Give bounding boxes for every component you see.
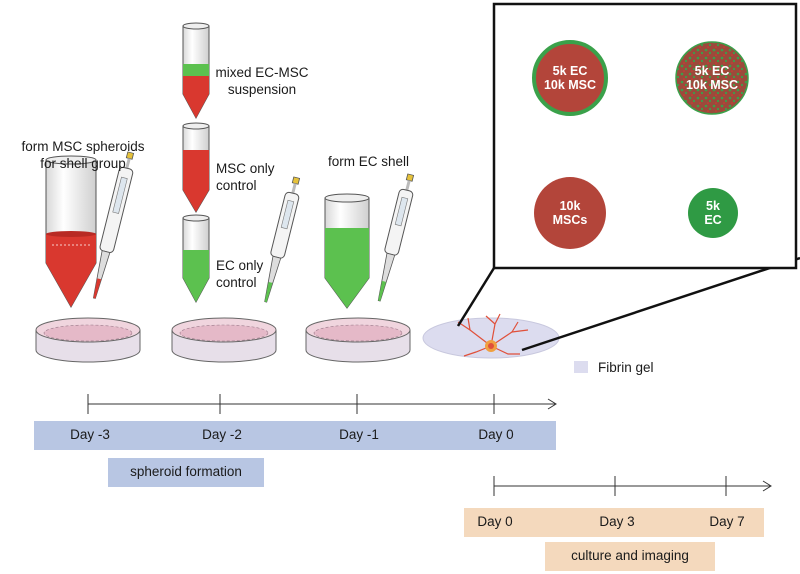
spheroid-shell-text: 5k EC 10k MSC [532, 64, 608, 92]
label-msc-only-line1: MSC only [216, 161, 275, 176]
label-ec-only-line1: EC only [216, 258, 264, 273]
culture-imaging-label: culture and imaging [571, 548, 689, 563]
dish-3 [305, 317, 411, 363]
day-label: Day 7 [709, 514, 745, 529]
label-fibrin-gel: Fibrin gel [598, 360, 654, 375]
tube-ec-only [182, 214, 210, 304]
spheroid-mixed-text-line1: 5k EC [694, 64, 730, 78]
label-ec-only: EC only control [216, 257, 296, 291]
spheroid-ec-text-line1: 5k [706, 199, 720, 213]
pipette-3 [377, 173, 415, 302]
spheroid-ec-text-line2: EC [704, 213, 722, 227]
spheroid-mixed-text-line2: 10k MSC [685, 78, 739, 92]
label-ec-only-line2: control [216, 275, 257, 290]
spheroid-mixed-text: 5k EC 10k MSC [674, 64, 750, 92]
fibrin-gel-dish [422, 313, 588, 373]
spheroid-ec [688, 188, 738, 238]
label-mixed-line2: suspension [227, 82, 297, 97]
day-label: Day -3 [70, 427, 110, 442]
spheroid-shell-text-line1: 5k EC [552, 64, 588, 78]
label-mixed: mixed EC-MSC suspension [210, 64, 314, 98]
callout-line-left [456, 267, 496, 327]
label-msc-only-line2: control [216, 178, 257, 193]
tube-msc-only [182, 122, 210, 213]
timeline-1-axis [87, 394, 557, 414]
label-mixed-line1: mixed EC-MSC [215, 65, 309, 80]
culture-imaging-band [545, 542, 715, 571]
label-ec-shell: form EC shell [328, 154, 410, 169]
timeline-1-band [34, 421, 556, 450]
label-msc-spheroids-line2: for shell group [40, 156, 126, 171]
label-msc-only: MSC only control [216, 160, 296, 194]
spheroid-msc-text: 10k MSCs [532, 199, 608, 227]
spheroid-shell-text-line2: 10k MSC [543, 78, 597, 92]
day-label: Day 0 [477, 514, 513, 529]
spheroid-mixed [675, 41, 749, 115]
day-label: Day 3 [599, 514, 635, 529]
tube-ec-shell [324, 193, 370, 309]
day-label: Day -1 [339, 427, 379, 442]
spheroid-msc-text-line2: MSCs [552, 213, 588, 227]
fibrin-gel-swatch [574, 361, 588, 373]
pipette-2 [264, 176, 301, 303]
tube-mixed [182, 22, 210, 120]
tube-msc-spheroids [45, 155, 97, 309]
label-msc-spheroids: form MSC spheroids for shell group [2, 138, 164, 172]
spheroid-shell [532, 40, 608, 116]
spheroid-ec-text: 5k EC [685, 199, 741, 227]
spheroid-msc [534, 177, 606, 249]
dish-2 [171, 317, 277, 363]
timeline-2-band [464, 508, 764, 537]
timeline-2-axis [493, 476, 772, 496]
day-label: Day -2 [202, 427, 242, 442]
spheroid-formation-band [108, 458, 264, 487]
day-label: Day 0 [478, 427, 514, 442]
label-msc-spheroids-line1: form MSC spheroids [21, 139, 145, 154]
dish-1 [35, 317, 141, 363]
callout-line-right [521, 256, 800, 352]
pipette-1 [92, 151, 135, 299]
spheroid-msc-text-line1: 10k [559, 199, 581, 213]
spheroid-formation-label: spheroid formation [130, 464, 242, 479]
